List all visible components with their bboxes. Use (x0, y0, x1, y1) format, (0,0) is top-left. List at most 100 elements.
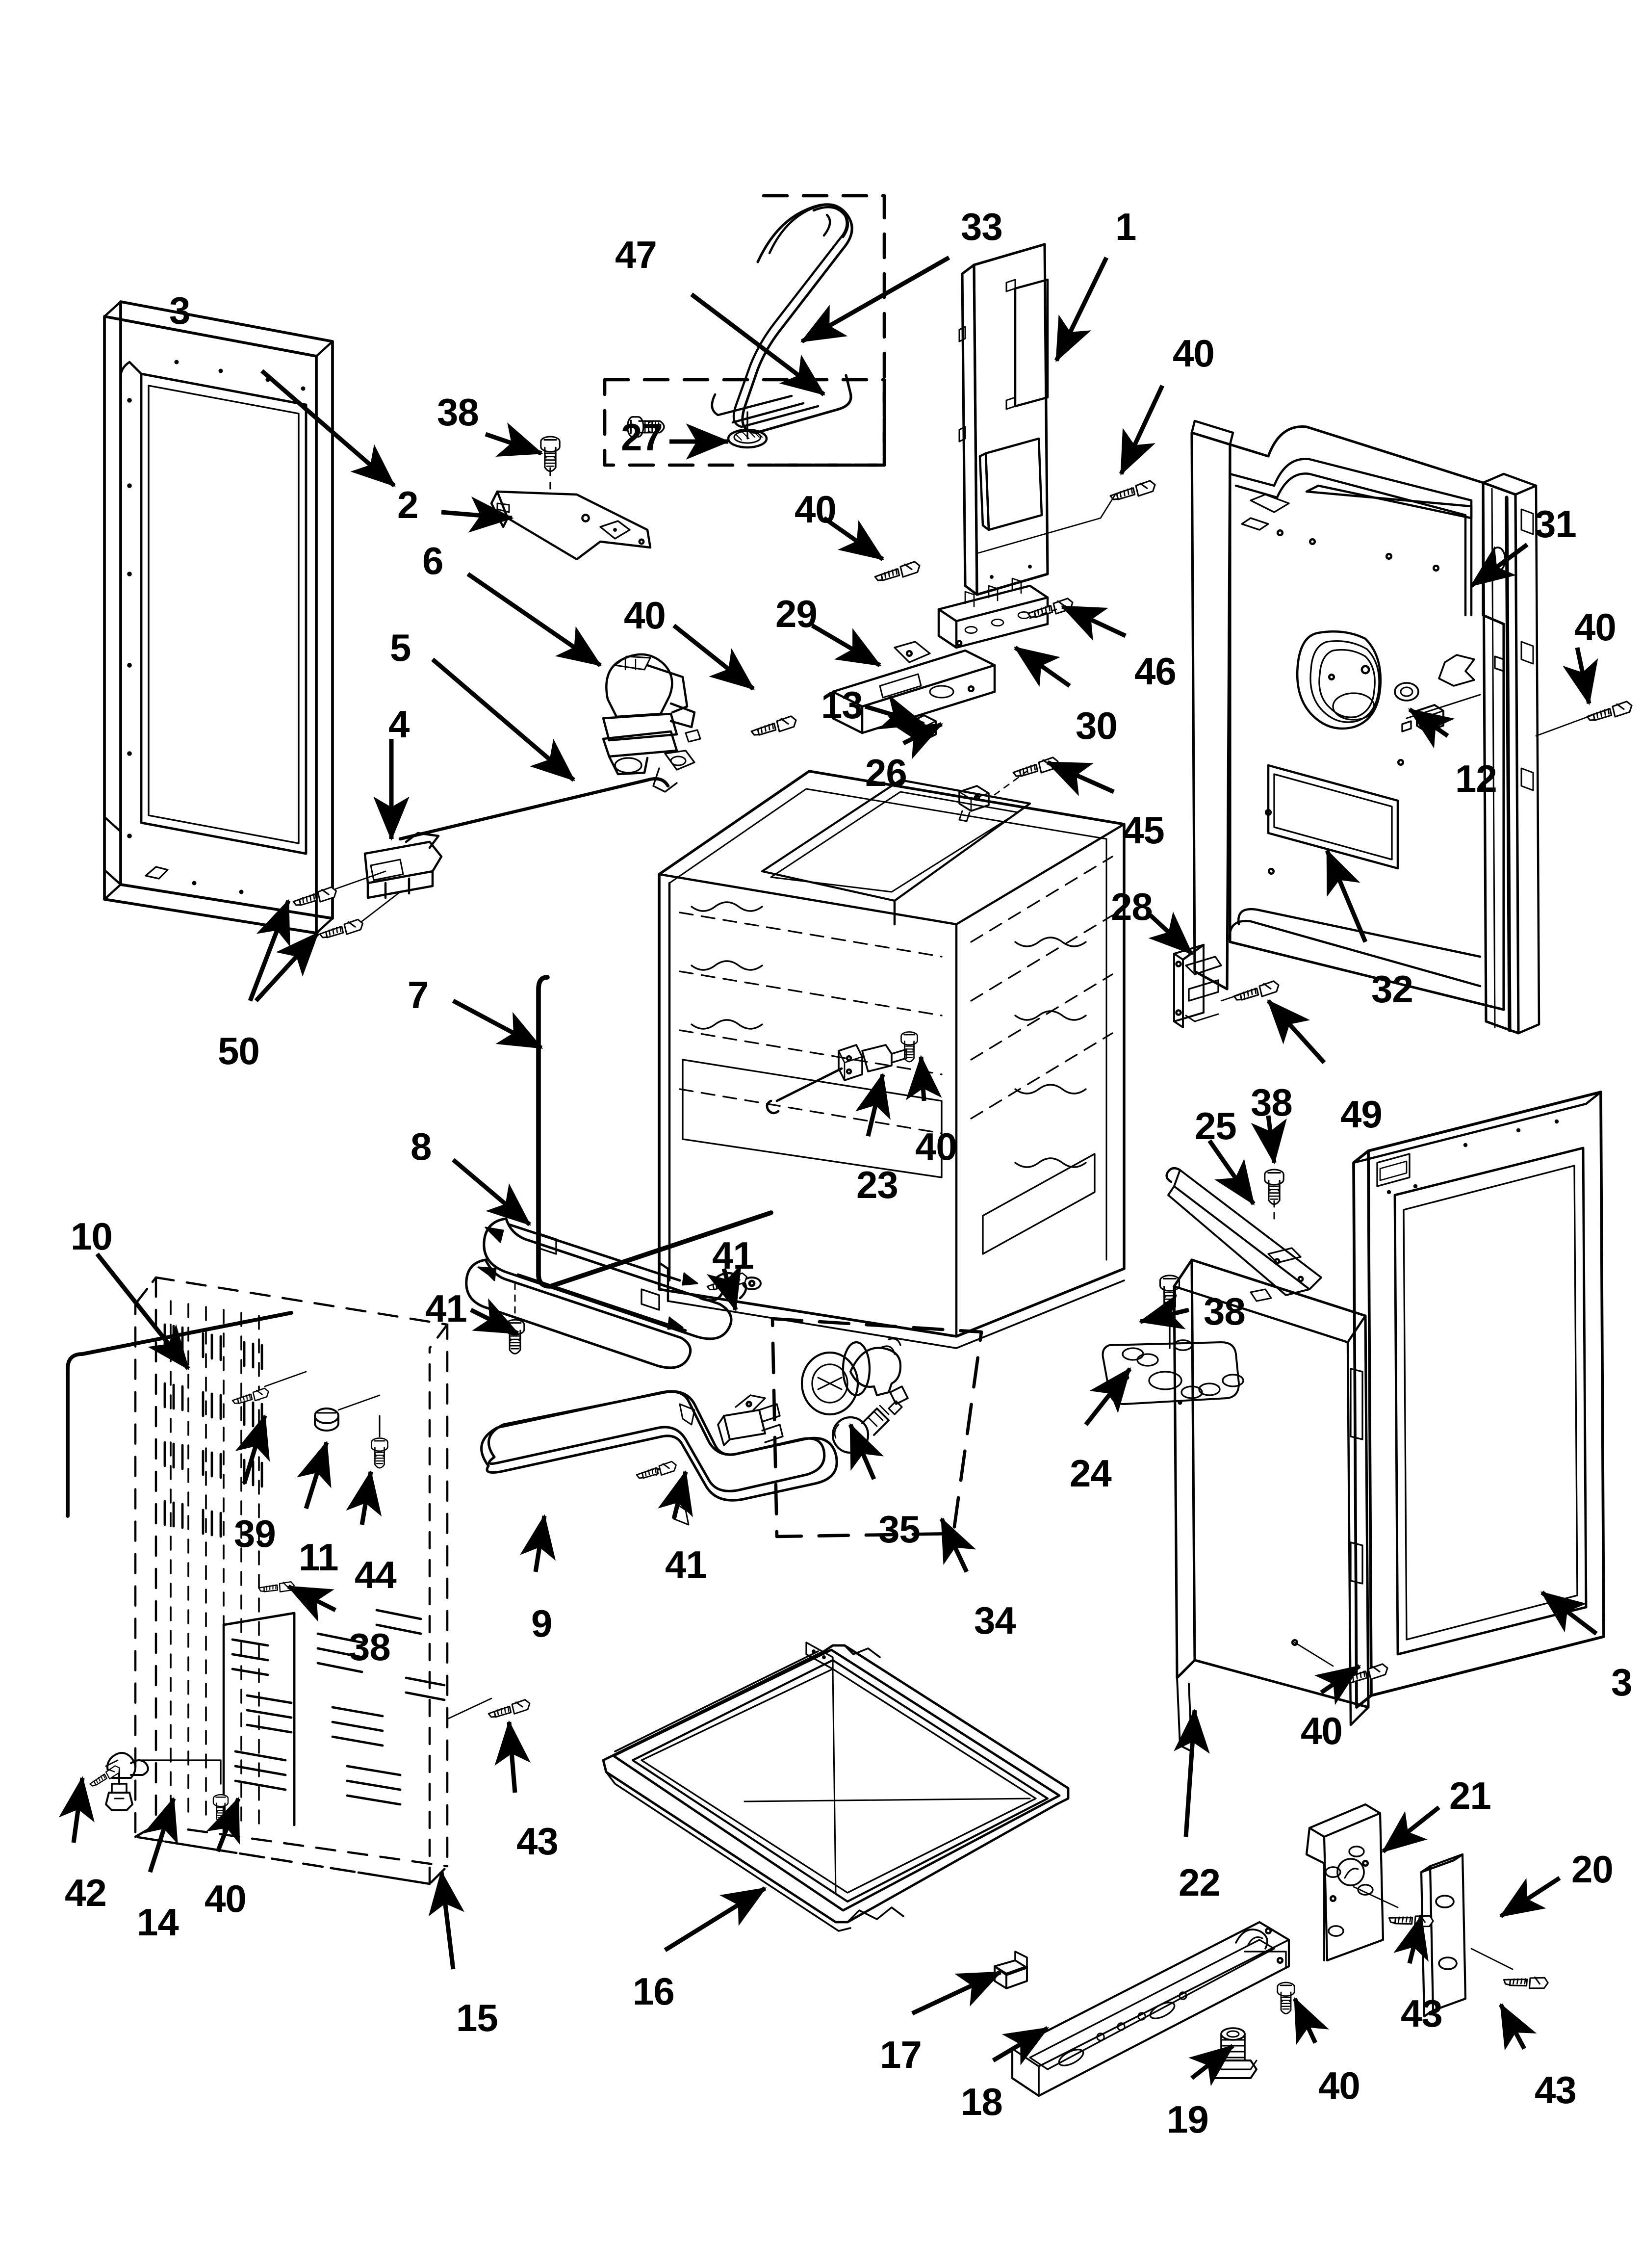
part-anti-tip-bracket (1305, 1803, 1385, 1962)
part-screw-43-bracket (1388, 1904, 1434, 1934)
callout-number-39: 39 (234, 1512, 276, 1555)
part-storage-drawer-pan (602, 1642, 1070, 1932)
callout-number-42: 42 (65, 1871, 107, 1914)
part-screw-50-a (293, 887, 336, 905)
part-screw-39 (232, 1388, 268, 1404)
group-box-27 (603, 378, 886, 467)
part-screw-50-b (320, 919, 362, 938)
callout-number-9: 9 (531, 1602, 552, 1645)
callout-number-40g: 40 (205, 1877, 247, 1920)
callout-number-3b: 3 (1611, 1661, 1632, 1704)
callout-number-14: 14 (137, 1901, 179, 1944)
callout-number-29: 29 (775, 592, 818, 635)
callout-number-50: 50 (218, 1029, 260, 1072)
part-screw-38-top (541, 437, 560, 471)
callout-number-43c: 43 (1535, 2068, 1577, 2112)
callout-number-40f: 40 (1301, 1709, 1343, 1752)
callout-number-8: 8 (410, 1125, 432, 1168)
part-oven-door-frame-left (103, 300, 334, 935)
callout-number-40b: 40 (795, 488, 837, 531)
part-side-panel-upper-trim (958, 243, 1049, 596)
callout-number-38a: 38 (437, 391, 479, 434)
callout-number-43a: 43 (516, 1820, 559, 1863)
part-screw-40-drawer (1278, 1982, 1295, 2013)
callout-number-45: 45 (1123, 808, 1165, 852)
callout-number-13: 13 (821, 683, 863, 727)
part-strike-plate (1420, 1853, 1467, 2018)
callout-number-40h: 40 (1318, 2064, 1360, 2107)
part-hinge-receiver-plate (1102, 1339, 1244, 1405)
callout-number-2: 2 (397, 483, 418, 526)
callout-number-41a: 41 (712, 1234, 754, 1277)
callout-number-40a: 40 (1173, 332, 1215, 375)
part-bake-element (480, 1390, 838, 1526)
callout-number-27: 27 (621, 416, 663, 459)
callout-number-21: 21 (1449, 1774, 1491, 1817)
callout-number-30: 30 (1076, 704, 1118, 747)
callout-number-15: 15 (456, 1996, 498, 2039)
callout-number-41c: 41 (665, 1543, 707, 1586)
callout-number-40d: 40 (1574, 605, 1616, 649)
callout-number-34: 34 (974, 1599, 1016, 1642)
callout-number-4: 4 (388, 703, 410, 746)
callout-number-49: 49 (1340, 1093, 1383, 1136)
part-latch-strike-bracket (363, 832, 443, 899)
part-oven-door-frame-right (1352, 1091, 1605, 1709)
part-screw-43-insul (488, 1700, 530, 1717)
part-spacer-11 (314, 1408, 339, 1432)
callout-number-19: 19 (1167, 2098, 1209, 2141)
callout-number-32: 32 (1371, 967, 1413, 1011)
callout-number-17: 17 (880, 2033, 922, 2076)
part-bracket-2 (490, 490, 652, 561)
part-screw-40-post (1587, 702, 1632, 720)
part-oven-cavity-insulation (134, 1276, 449, 1885)
callout-number-11: 11 (299, 1536, 338, 1579)
callout-number-23: 23 (856, 1163, 898, 1206)
callout-number-1: 1 (1115, 205, 1136, 248)
part-screw-49 (1234, 981, 1279, 1000)
callout-number-33: 33 (961, 205, 1003, 248)
callout-number-41b: 41 (425, 1287, 467, 1330)
callout-number-10: 10 (71, 1215, 113, 1258)
callout-number-16: 16 (633, 1970, 675, 2013)
callout-number-26: 26 (865, 751, 907, 794)
part-oven-bottom-liner-guard (66, 1311, 293, 1371)
part-oven-door-latch-motor (602, 653, 701, 793)
callout-number-3: 3 (169, 289, 190, 332)
callout-number-6: 6 (422, 539, 443, 582)
callout-number-44: 44 (355, 1553, 397, 1596)
part-screw-13 (751, 716, 796, 735)
callout-number-25: 25 (1195, 1104, 1237, 1147)
callout-number-38b: 38 (1251, 1081, 1293, 1124)
callout-number-38d: 38 (349, 1625, 391, 1668)
part-rear-panel (1190, 419, 1505, 1011)
part-screw-43-plate (1503, 1966, 1549, 1996)
callout-number-43b: 43 (1401, 1992, 1443, 2035)
part-terminal-block (937, 577, 1049, 649)
callout-number-24: 24 (1070, 1452, 1112, 1495)
callout-number-20: 20 (1571, 1848, 1614, 1891)
group-box-34 (770, 1317, 983, 1538)
part-screw-41-broil (506, 1320, 524, 1354)
callout-number-18: 18 (961, 2080, 1003, 2123)
part-oven-cavity-wire-rail (536, 975, 773, 1289)
callout-number-31: 31 (1535, 502, 1577, 546)
callout-number-38c: 38 (1204, 1290, 1246, 1333)
part-screw-29 (875, 562, 920, 580)
group-box-33 (762, 194, 886, 467)
callout-number-46: 46 (1134, 650, 1177, 693)
callout-number-5: 5 (390, 626, 411, 669)
callout-number-12: 12 (1455, 757, 1497, 800)
part-screw-40-leg (213, 1795, 228, 1822)
part-leveling-foot (1208, 2027, 1257, 2079)
part-leveling-leg (105, 1752, 149, 1811)
part-screw-40-panel1 (1110, 481, 1155, 499)
callout-number-47: 47 (615, 233, 657, 276)
leader-lines (58, 256, 1598, 2086)
part-latch-rod (398, 777, 670, 841)
callout-number-40c: 40 (624, 594, 666, 637)
callout-number-7: 7 (408, 973, 429, 1017)
part-door-switch-bracket (1173, 943, 1222, 1028)
